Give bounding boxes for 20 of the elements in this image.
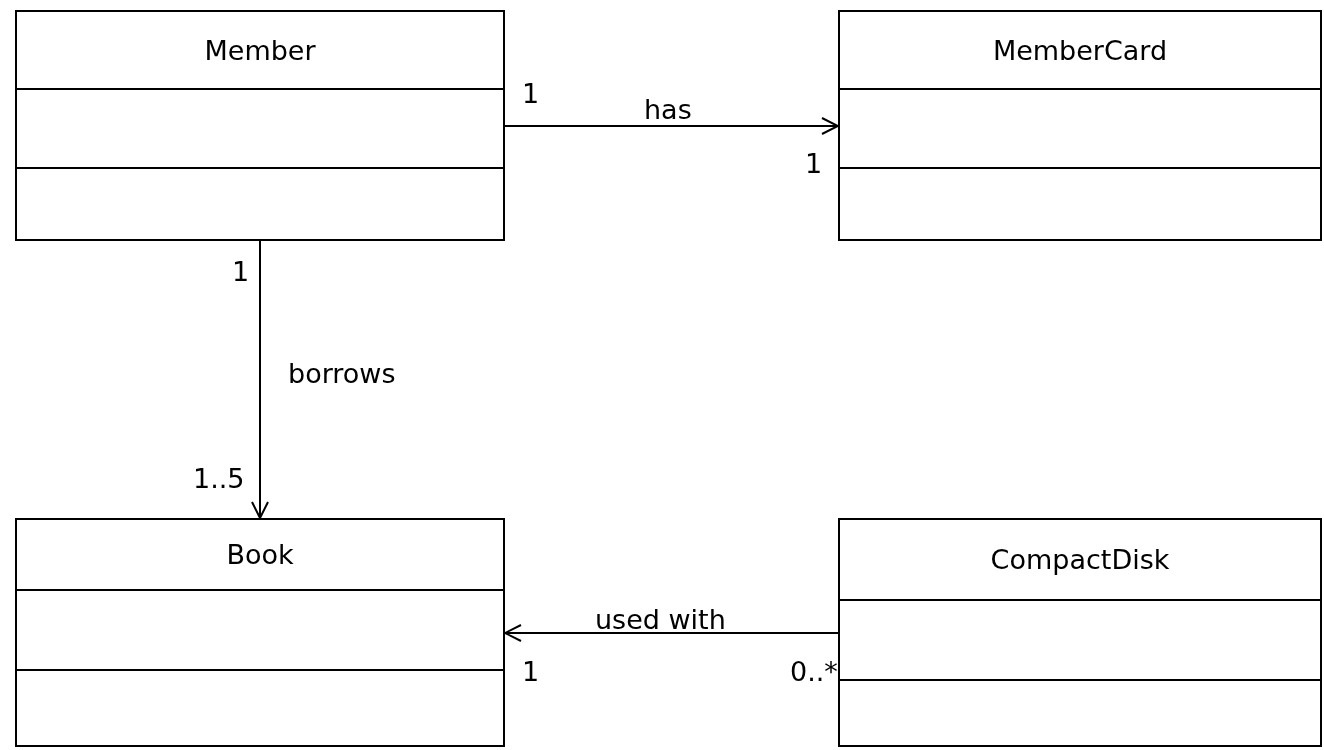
- edge-label: borrows: [288, 360, 396, 387]
- edge-label: used with: [595, 606, 726, 633]
- arrow: [504, 624, 839, 642]
- multiplicity-label: 0..*: [790, 658, 838, 685]
- class-box: [15, 518, 505, 747]
- multiplicity-label: 1..5: [193, 465, 245, 492]
- class-box: [838, 518, 1322, 747]
- edge-label: has: [644, 96, 692, 123]
- class-name: Book: [226, 539, 294, 570]
- class-box: [838, 10, 1322, 241]
- multiplicity-label: 1: [805, 150, 823, 177]
- multiplicity-label: 1: [522, 658, 540, 685]
- arrow: [504, 117, 839, 135]
- arrow: [251, 240, 269, 519]
- class-box: [15, 10, 505, 241]
- class-name: Member: [204, 34, 316, 66]
- class-name: MemberCard: [992, 34, 1168, 66]
- multiplicity-label: 1: [232, 258, 250, 285]
- class-name: CompactDisk: [990, 544, 1170, 575]
- multiplicity-label: 1: [522, 80, 540, 107]
